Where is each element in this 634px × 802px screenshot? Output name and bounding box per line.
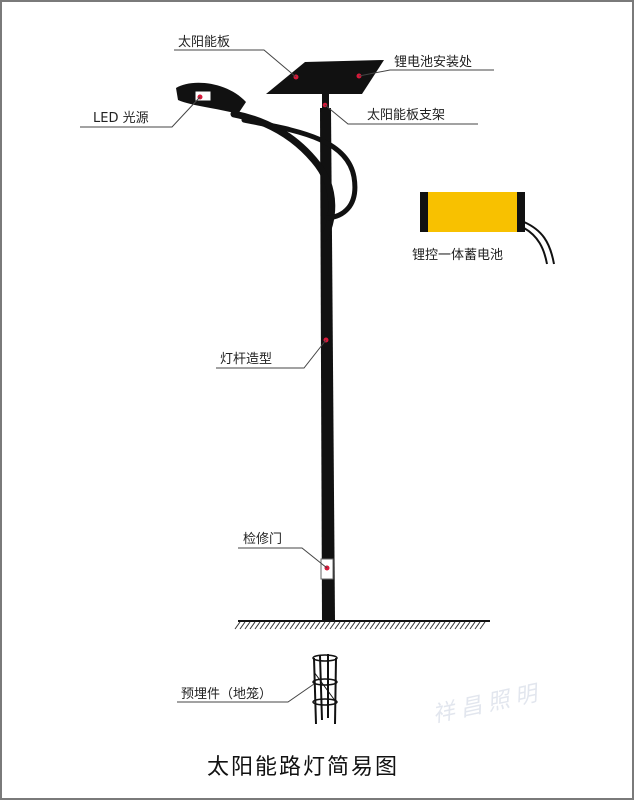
ground-hatch-line [294, 621, 301, 630]
pole-curve [230, 110, 358, 242]
ground-hatch-line [259, 621, 266, 630]
battery-unit [420, 192, 555, 265]
ground-hatch-line [264, 621, 271, 630]
ground-hatch-line [254, 621, 261, 630]
label-led-source: LED 光源 [93, 111, 149, 126]
label-embedded-cage: 预埋件（地笼） [181, 686, 272, 702]
ground-hatch-line [269, 621, 276, 630]
panel-bracket [322, 94, 329, 108]
ground-hatch-line [379, 621, 386, 630]
ground-hatch-line [449, 621, 456, 630]
ground-hatch-line [434, 621, 441, 630]
ground-hatch-line [334, 621, 341, 630]
ground-hatch-line [319, 621, 326, 630]
ground-hatch-line [399, 621, 406, 630]
ground-hatch-line [324, 621, 331, 630]
ground-hatch-line [234, 621, 241, 630]
ground-hatch-line [454, 621, 461, 630]
ground-hatch-line [299, 621, 306, 630]
ground-hatch-line [279, 621, 286, 630]
diagram-title: 太阳能路灯简易图 [207, 755, 399, 780]
ground-hatch-line [464, 621, 471, 630]
ground-hatch-line [344, 621, 351, 630]
ground-hatch-line [274, 621, 281, 630]
ground-hatch-line [479, 621, 486, 630]
ground-hatch-line [329, 621, 336, 630]
ground-hatch-line [384, 621, 391, 630]
ground-hatch-line [444, 621, 451, 630]
ground [234, 620, 490, 630]
ground-hatch-line [284, 621, 291, 630]
ground-hatch-line [424, 621, 431, 630]
ground-hatch-line [374, 621, 381, 630]
ground-hatch-line [364, 621, 371, 630]
ground-hatch-line [244, 621, 251, 630]
ground-hatch-line [239, 621, 246, 630]
service-door [320, 558, 334, 580]
ground-hatch-line [314, 621, 321, 630]
watermark-text: 祥昌照明 [430, 680, 545, 728]
led-lamp-head [176, 82, 246, 114]
ground-hatch-line [474, 621, 481, 630]
ground-hatch-line [439, 621, 446, 630]
ground-hatch-line [354, 621, 361, 630]
label-pole-shape: 灯杆造型 [220, 352, 272, 367]
label-battery-unit: 锂控一体蓄电池 [412, 248, 503, 263]
ground-hatch-line [459, 621, 466, 630]
ground-hatch-line [249, 621, 256, 630]
ground-hatch-line [289, 621, 296, 630]
ground-hatch-line [369, 621, 376, 630]
label-panel-bracket: 太阳能板支架 [367, 108, 445, 123]
ground-hatch-line [469, 621, 476, 630]
ground-hatch-line [414, 621, 421, 630]
ground-hatch-line [389, 621, 396, 630]
ground-hatch-line [409, 621, 416, 630]
ground-hatch-line [304, 621, 311, 630]
ground-hatch-line [309, 621, 316, 630]
ground-hatch-line [359, 621, 366, 630]
ground-hatch-line [404, 621, 411, 630]
label-service-door: 检修门 [243, 532, 282, 547]
ground-hatch-line [429, 621, 436, 630]
leader-lines [80, 49, 494, 703]
ground-hatch-line [349, 621, 356, 630]
label-battery-mount: 锂电池安装处 [394, 55, 472, 70]
ground-hatch-line [419, 621, 426, 630]
ground-hatch-line [339, 621, 346, 630]
label-solar-panel: 太阳能板 [178, 35, 230, 50]
ground-hatch-line [394, 621, 401, 630]
embedded-cage [312, 654, 338, 725]
